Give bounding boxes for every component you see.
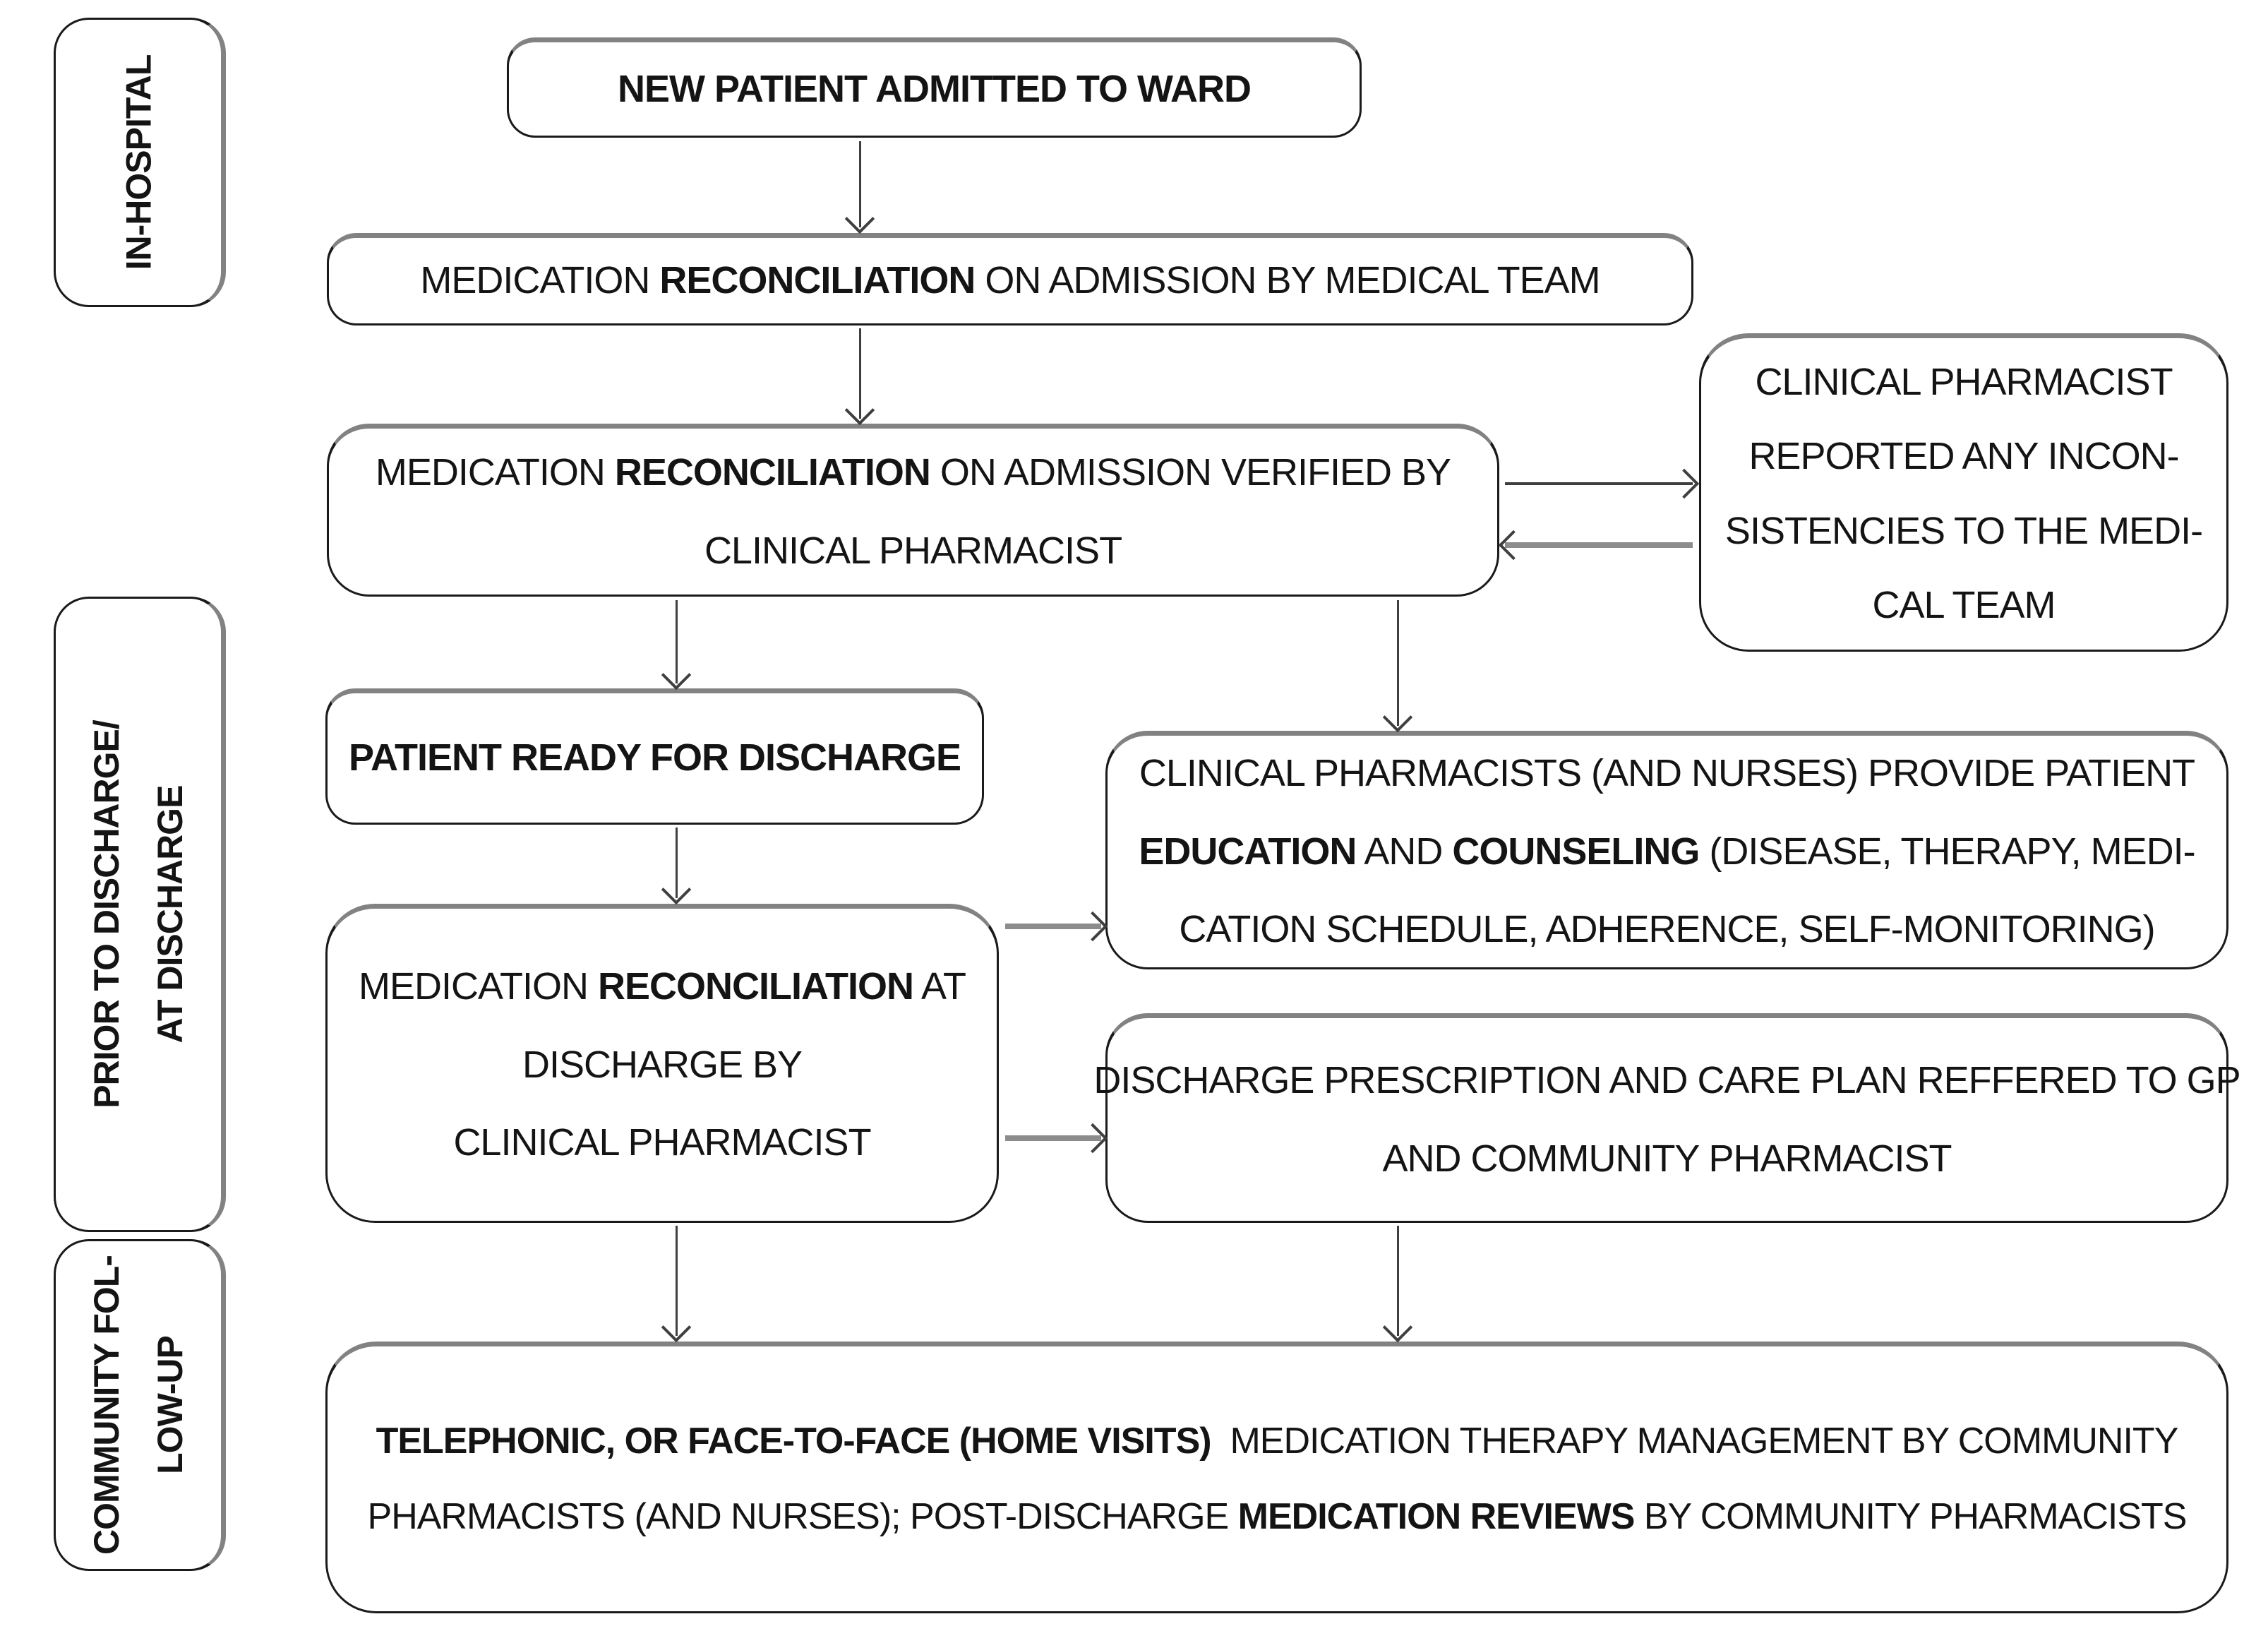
node-patient-education-counseling: CLINICAL PHARMACISTS (AND NURSES) PROVID… (1105, 731, 2228, 969)
stage-label-text: IN-HOSPITAL (119, 54, 159, 270)
stage-label-prior-to-discharge: PRIOR TO DISCHARGE/AT DISCHARGE (54, 597, 226, 1232)
node-patient-ready-for-discharge: PATIENT READY FOR DISCHARGE (325, 688, 984, 825)
stage-label-in-hospital: IN-HOSPITAL (54, 18, 226, 307)
node-medication-reconciliation-verified: MEDICATION RECONCILIATION ON ADMISSION V… (327, 424, 1499, 597)
stage-label-text: PRIOR TO DISCHARGE/AT DISCHARGE (87, 720, 190, 1109)
node-community-follow-up-mtm: TELEPHONIC, OR FACE-TO-FACE (HOME VISITS… (325, 1342, 2228, 1613)
stage-label-text: COMMUNITY FOL-LOW-UP (87, 1255, 191, 1555)
stage-label-community-follow-up: COMMUNITY FOL-LOW-UP (54, 1239, 226, 1571)
node-new-patient-admitted: NEW PATIENT ADMITTED TO WARD (507, 37, 1362, 138)
node-medication-reconciliation-admission: MEDICATION RECONCILIATION ON ADMISSION B… (327, 233, 1693, 325)
node-discharge-prescription-referred: DISCHARGE PRESCRIPTION AND CARE PLAN REF… (1093, 1013, 2241, 1223)
